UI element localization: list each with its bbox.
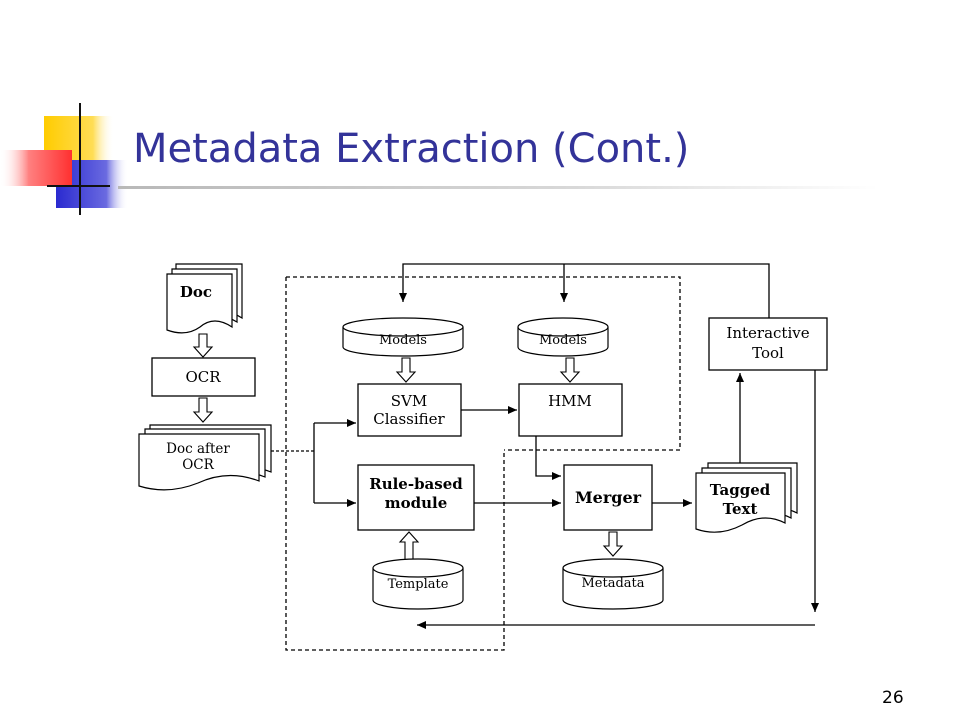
feedback-to-template bbox=[417, 370, 819, 629]
interactive-tool-box bbox=[708, 317, 828, 371]
hmm-label: HMM bbox=[548, 392, 592, 410]
connector-doc-to-modules bbox=[271, 419, 356, 507]
arrow-merger-to-metadata bbox=[602, 531, 624, 557]
hmm-box bbox=[518, 383, 623, 437]
arrow-models-to-hmm bbox=[559, 357, 581, 383]
svm-classifier-label-line1: SVM bbox=[391, 392, 427, 410]
arrow-ocr-to-doc-after-ocr bbox=[192, 397, 214, 423]
merger-box bbox=[563, 464, 653, 531]
arrow-hmm-to-merger bbox=[535, 436, 561, 480]
dashed-region-upper bbox=[285, 276, 681, 651]
models-svm-cylinder: Models bbox=[342, 317, 464, 357]
models-svm-label: Models bbox=[379, 333, 427, 348]
ocr-box bbox=[151, 357, 256, 397]
template-label: Template bbox=[388, 577, 449, 592]
tagged-text-label-line2: Text bbox=[723, 500, 758, 518]
arrow-doc-to-ocr bbox=[192, 333, 214, 358]
svm-classifier-label-line2: Classifier bbox=[373, 410, 445, 428]
doc-document: Doc bbox=[166, 263, 243, 334]
models-hmm-label: Models bbox=[539, 333, 587, 348]
page-number: 26 bbox=[882, 688, 904, 708]
tagged-text-document: Tagged Text bbox=[695, 462, 798, 533]
slide-title: Metadata Extraction (Cont.) bbox=[133, 126, 690, 172]
rule-based-module-label-line1: Rule-based bbox=[369, 475, 463, 493]
doc-after-ocr-label-line1: Doc after bbox=[166, 441, 230, 457]
doc-after-ocr-document: Doc after OCR bbox=[138, 424, 272, 491]
metadata-cylinder: Metadata bbox=[562, 558, 664, 610]
metadata-label: Metadata bbox=[581, 576, 644, 591]
interactive-tool-label-line1: Interactive bbox=[726, 324, 809, 342]
template-cylinder: Template bbox=[372, 558, 464, 610]
arrow-models-to-svm bbox=[395, 357, 417, 383]
rule-based-module-label-line2: module bbox=[385, 494, 448, 512]
slide-logo-decoration bbox=[0, 103, 128, 215]
merger-label: Merger bbox=[575, 488, 642, 507]
ocr-label: OCR bbox=[185, 368, 221, 386]
rule-based-module-box bbox=[357, 464, 475, 531]
doc-label: Doc bbox=[180, 283, 212, 301]
interactive-tool-label-line2: Tool bbox=[752, 344, 784, 362]
models-hmm-cylinder: Models bbox=[517, 317, 609, 357]
title-divider bbox=[118, 186, 878, 189]
arrow-template-to-rule-based bbox=[398, 531, 420, 561]
tagged-text-label-line1: Tagged bbox=[710, 481, 771, 499]
doc-after-ocr-label-line2: OCR bbox=[182, 457, 214, 473]
feedback-to-models bbox=[399, 263, 770, 318]
